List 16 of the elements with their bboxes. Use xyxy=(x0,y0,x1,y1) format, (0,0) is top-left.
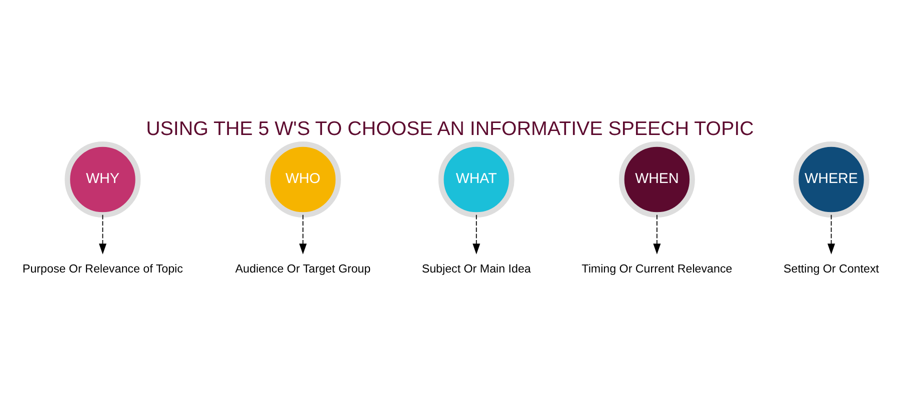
node-text: Timing Or Current Relevance xyxy=(582,262,732,275)
arrow xyxy=(98,214,106,254)
node-circle: WHEN xyxy=(618,141,695,217)
node-text: Subject Or Main Idea xyxy=(422,262,531,275)
diagram-title: USING THE 5 W'S TO CHOOSE AN INFORMATIVE SPEECH TOPIC xyxy=(146,117,754,140)
arrow xyxy=(828,214,836,254)
arrow xyxy=(299,214,307,254)
node-circle: WHO xyxy=(264,141,341,217)
arrow xyxy=(653,214,661,254)
arrow xyxy=(472,214,480,254)
node-circle: WHY xyxy=(64,141,141,217)
node-text: Purpose Or Relevance of Topic xyxy=(22,262,183,275)
node-circle: WHERE xyxy=(793,141,870,217)
node-text: Audience Or Target Group xyxy=(235,262,371,275)
node-circle: WHAT xyxy=(438,141,514,217)
node-text: Setting Or Context xyxy=(784,262,880,275)
